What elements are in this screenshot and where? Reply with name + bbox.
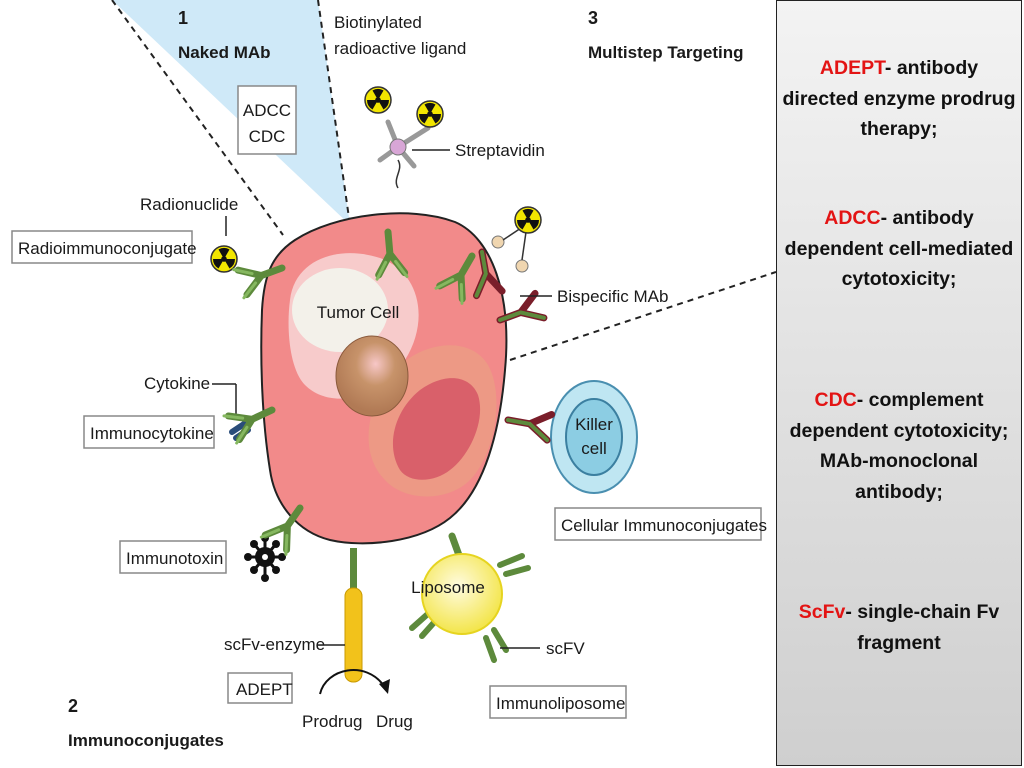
radioimmunoconjugate-label: Radioimmunoconjugate bbox=[18, 239, 197, 258]
section2-title: Immunoconjugates bbox=[68, 731, 224, 750]
section3-title: Multistep Targeting bbox=[588, 43, 744, 62]
definition-term: ScFv bbox=[798, 601, 846, 623]
immunocytokine-label: Immunocytokine bbox=[90, 424, 214, 443]
scfv-label: scFV bbox=[546, 639, 585, 658]
cellular-label: Cellular Immunoconjugates bbox=[561, 516, 767, 535]
section1-title: Naked MAb bbox=[178, 43, 271, 62]
radionuclide-label: Radionuclide bbox=[140, 195, 238, 214]
conversion-arrow bbox=[319, 669, 385, 695]
radioactive-icon bbox=[514, 206, 542, 234]
naked-mab-box-line1: ADCC bbox=[243, 101, 291, 120]
cellular-box bbox=[554, 507, 762, 541]
naked-mab-box: ADCC CDC bbox=[237, 85, 297, 155]
definition-text: - antibody dependent cell-mediated cytot… bbox=[784, 207, 1014, 290]
tumor-cell-label: Tumor Cell bbox=[317, 303, 400, 322]
tumor-cell: Tumor Cell bbox=[260, 212, 508, 545]
definition-text: - antibody directed enzyme prodrug thera… bbox=[782, 57, 1016, 140]
section3-number: 3 bbox=[588, 8, 598, 28]
liposome: Liposome bbox=[409, 532, 531, 663]
naked-mab-box-line2: CDC bbox=[249, 127, 286, 146]
definition-adcc: ADCC- antibody dependent cell-mediated c… bbox=[781, 203, 1017, 295]
definition-term: ADCC bbox=[824, 207, 881, 229]
section1-number: 1 bbox=[178, 8, 188, 28]
radioactive-icon bbox=[210, 245, 238, 273]
section2-number: 2 bbox=[68, 696, 78, 716]
streptavidin-label: Streptavidin bbox=[455, 141, 545, 160]
immunoliposome-box bbox=[489, 685, 627, 719]
liposome-label: Liposome bbox=[411, 578, 485, 597]
biotinylated-label-line2: radioactive ligand bbox=[334, 39, 466, 58]
streptavidin-complex bbox=[377, 119, 431, 189]
definition-scfv: ScFv- single-chain Fv fragment bbox=[781, 597, 1017, 658]
radioactive-icon bbox=[364, 86, 392, 114]
toxin-icon bbox=[244, 534, 286, 582]
definition-cdc: CDC- complement dependent cytotoxicity; … bbox=[781, 385, 1017, 507]
immunocytokine-box bbox=[83, 415, 215, 449]
scfv-enzyme-icon bbox=[344, 548, 363, 683]
immunoliposome-label: Immunoliposome bbox=[496, 694, 625, 713]
definition-term: ADEPT bbox=[819, 57, 885, 79]
adept-box bbox=[227, 672, 293, 704]
immunotoxin-label: Immunotoxin bbox=[126, 549, 223, 568]
radioactive-icon bbox=[416, 100, 444, 128]
naked-mab-region bbox=[111, 0, 351, 236]
immunotoxin-box bbox=[119, 540, 227, 574]
killer-cell-label-line2: cell bbox=[581, 439, 607, 458]
pointer-line bbox=[509, 271, 776, 361]
antibody-targeting-diagram: 1 Naked MAb 3 Multistep Targeting 2 Immu… bbox=[11, 0, 776, 750]
biotinylated-label-line1: Biotinylated bbox=[334, 13, 422, 32]
definition-text: - complement dependent cytotoxicity; MAb… bbox=[789, 389, 1009, 503]
drug-label: Drug bbox=[376, 712, 413, 731]
cytokine-label: Cytokine bbox=[144, 374, 210, 393]
radioimmunoconjugate-box bbox=[11, 230, 193, 264]
killer-cell: Killer cell bbox=[550, 380, 638, 494]
bispecific-label: Bispecific MAb bbox=[557, 287, 668, 306]
definition-term: CDC bbox=[814, 389, 857, 411]
definition-adept: ADEPT- antibody directed enzyme prodrug … bbox=[781, 53, 1017, 145]
scfv-enzyme-label: scFv-enzyme bbox=[224, 635, 325, 654]
definition-text: - single-chain Fv fragment bbox=[845, 601, 1000, 654]
adept-label: ADEPT bbox=[236, 680, 293, 699]
killer-cell-label-line1: Killer bbox=[575, 415, 613, 434]
abbreviation-panel: ADEPT- antibody directed enzyme prodrug … bbox=[776, 0, 1022, 766]
prodrug-label: Prodrug bbox=[302, 712, 362, 731]
bispecific-antibody-icon bbox=[506, 407, 552, 440]
